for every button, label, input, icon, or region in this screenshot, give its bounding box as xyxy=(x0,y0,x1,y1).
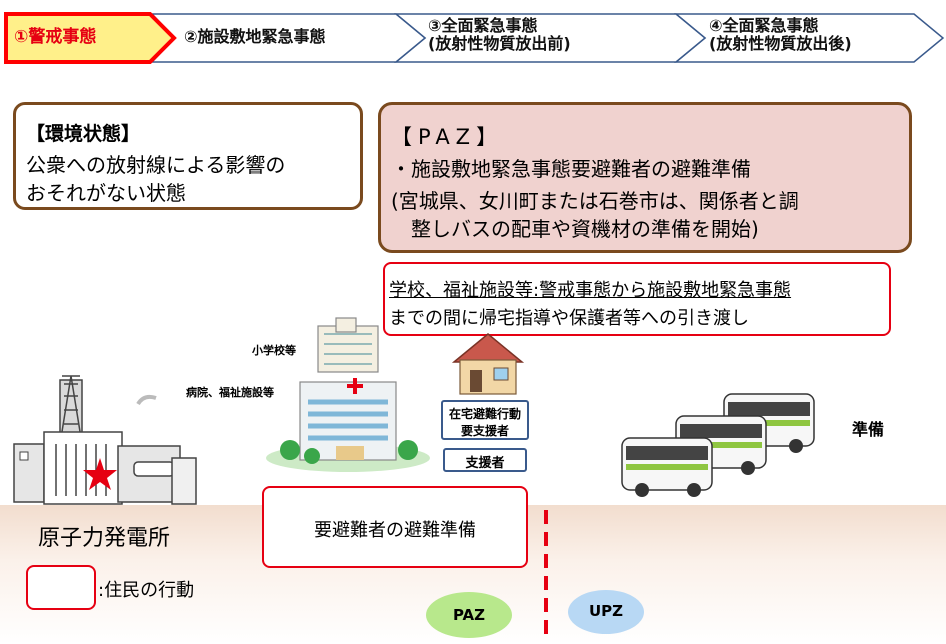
paz-note-line2: 整しバスの配車や資機材の準備を開始) xyxy=(411,217,759,241)
school-line1: 学校、福祉施設等:警戒事態から施設敷地緊急事態 xyxy=(389,280,792,301)
bus-illustration xyxy=(621,393,815,497)
stage-3-label-line2: (放射性物質放出前) xyxy=(428,34,571,53)
hospital-illustration xyxy=(266,378,430,472)
home-support-box: 在宅避難行動 要支援者 xyxy=(441,400,529,440)
evac-prep-label: 要避難者の避難準備 xyxy=(314,520,476,541)
stage-chevrons xyxy=(4,12,945,64)
supporter-label: 支援者 xyxy=(465,456,505,471)
school-welfare-box: 学校、福祉施設等:警戒事態から施設敷地緊急事態 までの間に帰宅指導や保護者等への… xyxy=(383,262,891,336)
paz-bullet: ・施設敷地緊急事態要避難者の避難準備 xyxy=(391,157,751,181)
prepare-label: 準備 xyxy=(852,420,885,439)
paz-action-box: 【PAZ】 ・施設敷地緊急事態要避難者の避難準備 (宮城県、女川町または石巻市は… xyxy=(378,102,912,253)
env-line2: おそれがない状態 xyxy=(26,181,186,205)
paz-note-line1: (宮城県、女川町または石巻市は、関係者と調 xyxy=(391,189,799,213)
paz-zone-badge: PAZ xyxy=(426,592,512,638)
school-illustration xyxy=(317,317,379,373)
power-plant-illustration xyxy=(13,375,197,505)
legend-swatch xyxy=(26,565,96,610)
house-illustration xyxy=(451,333,525,395)
home-support-line1: 在宅避難行動 xyxy=(448,407,521,421)
star-icon xyxy=(83,458,117,490)
evac-prep-box: 要避難者の避難準備 xyxy=(262,486,528,568)
hospital-label: 病院、福祉施設等 xyxy=(186,386,274,399)
school-line2: までの間に帰宅指導や保護者等への引き渡し xyxy=(389,308,749,329)
stage-3-label-line1: ③全面緊急事態 xyxy=(428,16,538,35)
upz-zone-label: UPZ xyxy=(588,602,624,620)
stage-2-label: ②施設敷地緊急事態 xyxy=(184,27,326,46)
supporter-box: 支援者 xyxy=(443,448,527,472)
home-support-line2: 要支援者 xyxy=(460,424,509,438)
paz-zone-label: PAZ xyxy=(452,606,486,624)
stage-4-label-line2: (放射性物質放出後) xyxy=(709,34,852,53)
env-title: 【環境状態】 xyxy=(26,123,141,145)
stage-1-label: ①警戒事態 xyxy=(14,27,97,47)
environment-state-box: 【環境状態】 公衆への放射線による影響の おそれがない状態 xyxy=(13,102,363,210)
upz-zone-badge: UPZ xyxy=(568,590,644,634)
legend-label: :住民の行動 xyxy=(98,580,195,601)
stage-4-label-line1: ④全面緊急事態 xyxy=(709,16,819,35)
school-label: 小学校等 xyxy=(252,344,296,357)
stage-1-chevron[interactable] xyxy=(4,12,177,64)
env-line1: 公衆への放射線による影響の xyxy=(26,153,286,177)
paz-title: 【PAZ】 xyxy=(391,125,504,149)
power-plant-label: 原子力発電所 xyxy=(38,526,171,551)
